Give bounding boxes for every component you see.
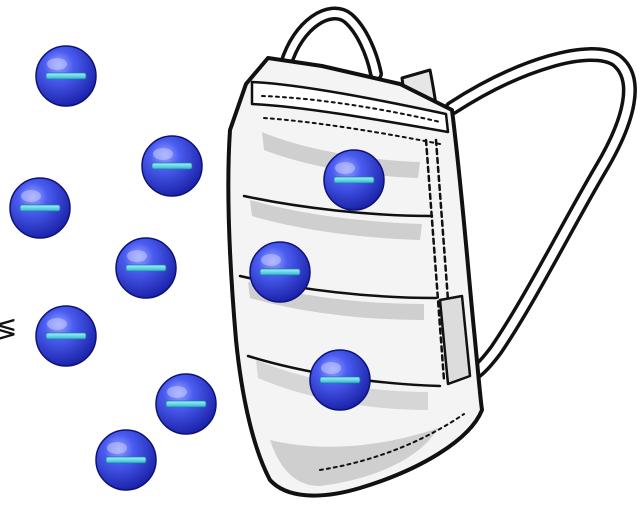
negative-ion-icon xyxy=(36,306,96,366)
negative-ion-icon xyxy=(116,238,176,298)
ion-highlight xyxy=(153,148,173,160)
negative-ion-icon xyxy=(10,178,70,238)
ion-highlight xyxy=(47,58,67,70)
negative-ion-icon xyxy=(96,430,156,490)
ion-highlight xyxy=(47,318,67,330)
ear-loop-right-inner xyxy=(452,55,629,376)
negative-ion-icon xyxy=(142,136,202,196)
ion-highlight xyxy=(335,162,355,174)
minus-sign-icon xyxy=(260,269,300,275)
negative-ion-icon-on-mask xyxy=(250,242,310,302)
minus-sign-icon xyxy=(126,265,166,271)
minus-sign-icon xyxy=(334,177,374,183)
ion-highlight xyxy=(127,250,147,262)
minus-sign-icon xyxy=(320,377,360,383)
negative-ion-icon-on-mask xyxy=(310,350,370,410)
field-symbol: ≶ xyxy=(0,315,17,343)
ion-highlight xyxy=(167,386,187,398)
minus-sign-icon xyxy=(46,73,86,79)
ear-loop-right xyxy=(452,55,629,376)
ion-highlight xyxy=(107,442,127,454)
ion-highlight xyxy=(321,362,341,374)
ion-highlight xyxy=(21,190,41,202)
negative-ion-icon xyxy=(156,374,216,434)
negative-ion-icon-on-mask xyxy=(324,150,384,210)
minus-sign-icon xyxy=(152,163,192,169)
ion-highlight xyxy=(261,254,281,266)
negative-ion-icon xyxy=(36,46,96,106)
minus-sign-icon xyxy=(166,401,206,407)
minus-sign-icon xyxy=(46,333,86,339)
minus-sign-icon xyxy=(106,457,146,463)
minus-sign-icon xyxy=(20,205,60,211)
